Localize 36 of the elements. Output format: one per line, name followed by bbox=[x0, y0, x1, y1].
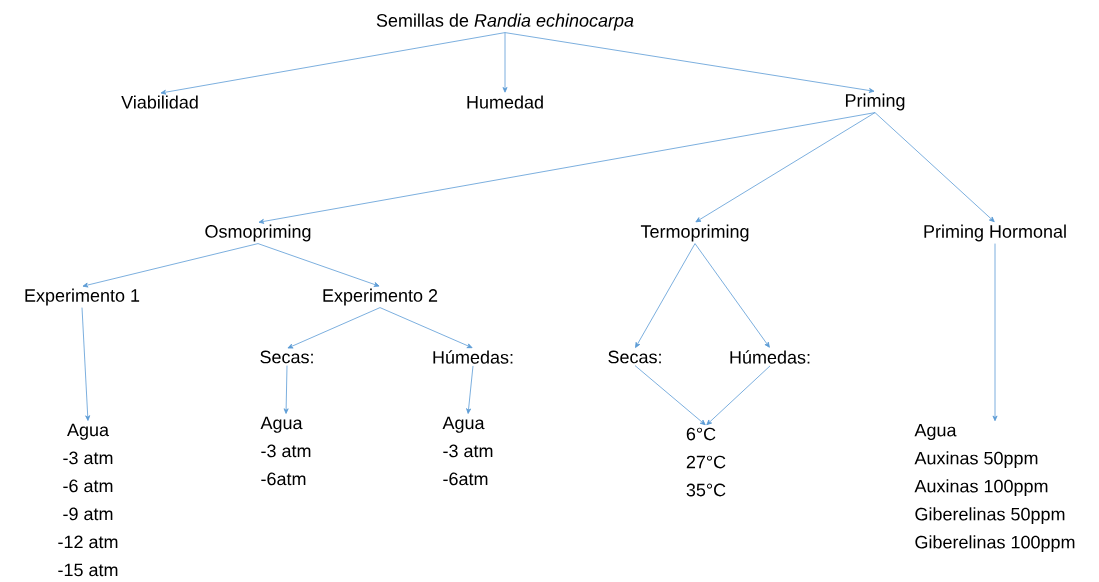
item-list: 6°C 27°C 35°C bbox=[686, 427, 726, 497]
item-list: Agua -3 atm -6 atm -9 atm -12 atm -15 atm bbox=[58, 423, 118, 577]
arrow bbox=[706, 365, 771, 426]
item-text: Termopriming bbox=[640, 224, 749, 242]
arrow bbox=[466, 365, 474, 414]
item-text: Semillas de Randia echinocarpa bbox=[376, 13, 634, 31]
arrow bbox=[160, 32, 506, 95]
item-list: Agua -3 atm -6atm bbox=[260, 416, 311, 486]
arrow bbox=[634, 365, 706, 426]
arrow bbox=[635, 243, 696, 348]
arrow bbox=[379, 307, 473, 349]
arrow bbox=[502, 32, 508, 93]
arrow bbox=[874, 112, 995, 223]
item-text: Húmedas: bbox=[730, 350, 810, 364]
item-list: Agua -3 atm -6atm bbox=[442, 416, 493, 486]
item-text: Húmedas: bbox=[433, 350, 513, 364]
item-text: Priming Hormonal bbox=[924, 224, 1066, 242]
item-text: Osmopriming bbox=[205, 224, 311, 242]
arrow bbox=[257, 243, 380, 287]
arrow bbox=[695, 112, 876, 223]
item-list: Agua Auxinas 50ppm Auxinas 100ppm Giberelinas 50ppm Giberelinas 100ppm bbox=[914, 423, 1075, 553]
item-text: Humedad bbox=[467, 95, 543, 109]
item-text: Secas: bbox=[260, 350, 313, 364]
item-text: Secas: bbox=[608, 350, 661, 364]
arrow bbox=[504, 32, 875, 93]
item-text: Priming bbox=[846, 93, 905, 111]
arrow bbox=[283, 365, 289, 414]
item-text: Viabilidad bbox=[121, 95, 198, 109]
arrow bbox=[694, 243, 770, 348]
arrow bbox=[992, 243, 998, 422]
arrow bbox=[258, 112, 876, 224]
arrow bbox=[82, 243, 259, 288]
arrow bbox=[287, 307, 381, 349]
item-text: Experimento 2 bbox=[323, 288, 438, 306]
item-text: Experimento 1 bbox=[25, 288, 140, 306]
arrow bbox=[81, 307, 91, 421]
